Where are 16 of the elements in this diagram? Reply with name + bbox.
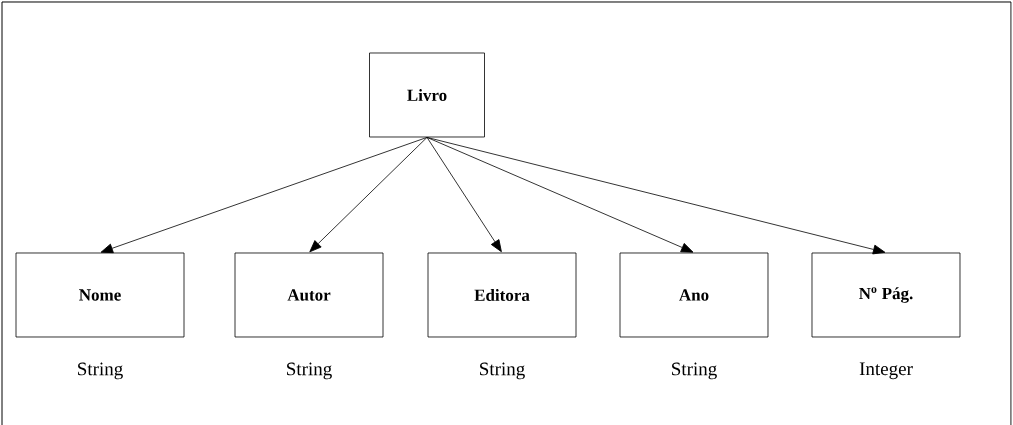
arrow (426, 137, 886, 255)
entity-box: Editora (427, 252, 577, 338)
type-label: String (287, 362, 332, 380)
arrow (100, 137, 428, 254)
entity-box: Nome (15, 252, 185, 338)
entity-box: Livro (369, 52, 485, 138)
type-label: String (480, 362, 525, 380)
type-label: Integer (859, 362, 913, 380)
entity-box: Ano (619, 252, 769, 338)
entity-box: N$^{o}$ Pág. (811, 252, 961, 338)
type-label: String (78, 362, 123, 380)
arrow (426, 137, 694, 253)
arrow (309, 137, 428, 253)
entity-box: Autor (234, 252, 384, 338)
type-label: String (672, 362, 717, 380)
arrow (426, 137, 502, 253)
